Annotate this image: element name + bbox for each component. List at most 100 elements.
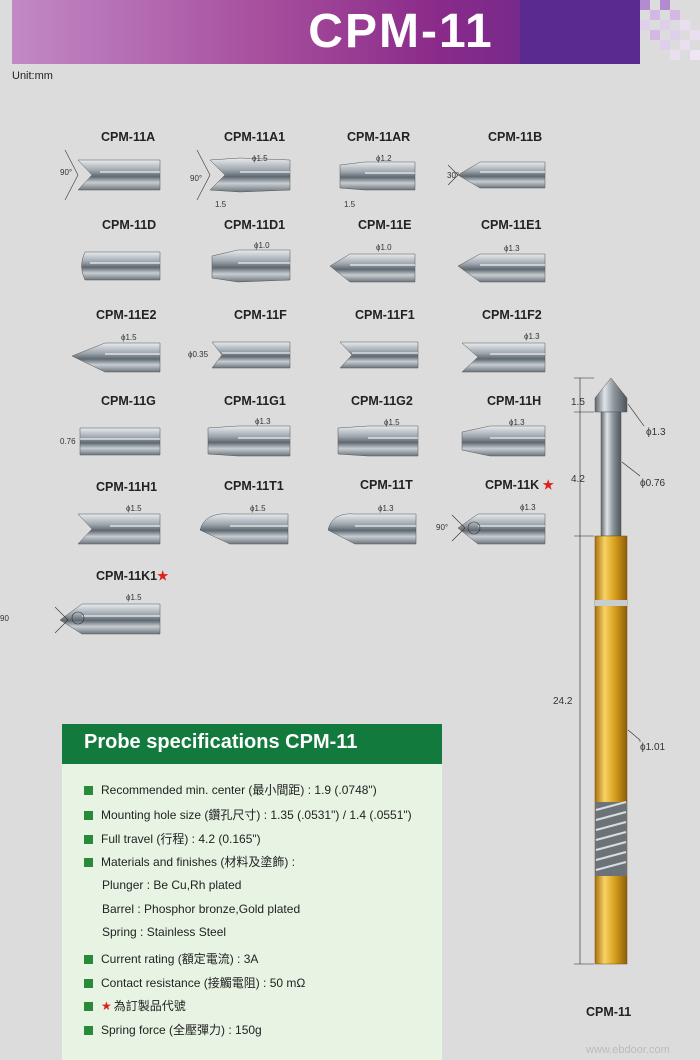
probe-label: CPM-11A1	[224, 130, 286, 144]
diameter-note: ϕ1.3	[504, 244, 520, 253]
spec-item: ★為訂製品代號	[84, 997, 186, 1014]
probe-image	[457, 253, 546, 283]
dim-neck: 4.2	[571, 474, 585, 485]
diameter-note: ϕ1.3	[255, 417, 271, 426]
probe-image	[59, 603, 161, 635]
probe-label: CPM-11F2	[482, 308, 542, 322]
diameter-note: ϕ1.3	[524, 332, 540, 341]
diameter-note: ϕ1.3	[520, 503, 536, 512]
spec-subitem: Barrel : Phosphor bronze,Gold plated	[102, 902, 301, 916]
angle-note: 30°	[447, 171, 460, 180]
probe-label: CPM-11E	[358, 218, 412, 232]
probe-image	[77, 513, 161, 545]
unit-label: Unit:mm	[12, 70, 53, 82]
diameter-note: ϕ0.35	[188, 350, 209, 359]
dim-tip: 1.5	[571, 397, 585, 408]
probe-image	[81, 251, 161, 281]
diameter-note: ϕ1.5	[126, 593, 142, 602]
probe-image	[327, 513, 417, 545]
probe-label: CPM-11D	[102, 218, 157, 232]
spec-subitem: Spring : Stainless Steel	[102, 925, 227, 939]
length-note: 1.5	[344, 200, 356, 209]
title-banner: CPM-11	[12, 0, 640, 64]
star-icon: ★	[542, 478, 554, 492]
probe-label: CPM-11G1	[224, 394, 286, 408]
probe-label: CPM-11E1	[481, 218, 542, 232]
probe-image	[339, 341, 419, 369]
spec-item: Spring force (全壓彈力) : 150g	[84, 1021, 262, 1038]
probe-image	[207, 425, 291, 457]
probe-image	[211, 341, 291, 369]
probe-label: CPM-11K ★	[485, 478, 554, 492]
probe-label: CPM-11A	[101, 130, 156, 144]
diameter-note: ϕ1.5	[252, 154, 268, 163]
probe-image	[329, 253, 416, 283]
spec-subitem: Plunger : Be Cu,Rh plated	[102, 878, 242, 892]
checker-decoration	[640, 0, 700, 60]
dim-body: 24.2	[553, 696, 573, 707]
page-title: CPM-11	[308, 5, 494, 58]
cpm-11-label: CPM-11	[586, 1005, 632, 1019]
probe-label: CPM-11F	[234, 308, 287, 322]
diameter-note: ϕ1.5	[126, 504, 142, 513]
probe-label: CPM-11G2	[351, 394, 413, 408]
spec-item: Mounting hole size (鑽孔尺寸) : 1.35 (.0531"…	[84, 806, 412, 823]
probe-label: CPM-11K1★	[96, 569, 169, 583]
probe-image	[77, 159, 161, 191]
probe-label: CPM-11E2	[96, 308, 157, 322]
probe-label: CPM-11AR	[347, 130, 411, 144]
angle-note: 90	[0, 614, 9, 623]
probe-label: CPM-11B	[488, 130, 543, 144]
probe-drawings	[54, 149, 546, 635]
probe-image	[337, 425, 419, 457]
cpm-11-probe-drawing	[574, 377, 645, 965]
probe-image	[199, 513, 289, 545]
dia-barrel: ϕ1.01	[640, 742, 666, 753]
probe-image	[79, 427, 161, 456]
probe-label: CPM-11H	[487, 394, 542, 408]
spec-item: Full travel (行程) : 4.2 (0.165")	[84, 830, 261, 847]
spec-item: Contact resistance (接觸電阻) : 50 mΩ	[84, 974, 305, 991]
probe-image	[339, 161, 416, 191]
spec-panel	[62, 724, 442, 1060]
diameter-note: ϕ1.0	[254, 241, 270, 250]
spec-item: Materials and finishes (材料及塗飾) :	[84, 853, 295, 870]
crimp-ring	[595, 600, 627, 606]
probe-image	[457, 161, 546, 189]
probe-image	[457, 513, 546, 545]
diameter-note: ϕ1.5	[384, 418, 400, 427]
angle-note: 90°	[436, 523, 449, 532]
probe-label: CPM-11H1	[96, 480, 158, 494]
probe-image	[209, 157, 291, 193]
probe-plunger	[600, 411, 622, 537]
probe-image	[461, 342, 546, 373]
diameter-note: 0.76	[60, 437, 76, 446]
diameter-note: ϕ1.2	[376, 154, 392, 163]
dia-tip: ϕ1.3	[646, 427, 666, 438]
star-icon: ★	[101, 999, 112, 1013]
probe-label: CPM-11F1	[355, 308, 415, 322]
length-note: 1.5	[215, 200, 227, 209]
probe-label: CPM-11T1	[224, 479, 284, 493]
probe-label: CPM-11T	[360, 478, 413, 492]
star-icon: ★	[157, 569, 169, 583]
diameter-note: ϕ1.3	[378, 504, 394, 513]
angle-note: 90°	[190, 174, 203, 183]
probe-image	[461, 425, 546, 457]
diameter-note: ϕ1.5	[121, 333, 137, 342]
probe-barrel	[594, 535, 628, 965]
diameter-note: ϕ1.3	[509, 418, 525, 427]
angle-note: 90°	[60, 168, 73, 177]
probe-label: CPM-11G	[101, 394, 156, 408]
diameter-note: ϕ1.5	[250, 504, 266, 513]
probe-tip	[594, 377, 628, 413]
diameter-note: ϕ1.0	[376, 243, 392, 252]
probe-label: CPM-11D1	[224, 218, 286, 232]
probe-image	[71, 342, 161, 373]
spec-item: Current rating (額定電流) : 3A	[84, 950, 258, 967]
dia-neck: ϕ0.76	[640, 478, 666, 489]
watermark: www.ebdoor.com	[586, 1044, 670, 1056]
spec-item: Recommended min. center (最小間距) : 1.9 (.0…	[84, 781, 377, 798]
spec-title: Probe specifications CPM-11	[62, 724, 442, 764]
probe-image	[211, 249, 291, 283]
